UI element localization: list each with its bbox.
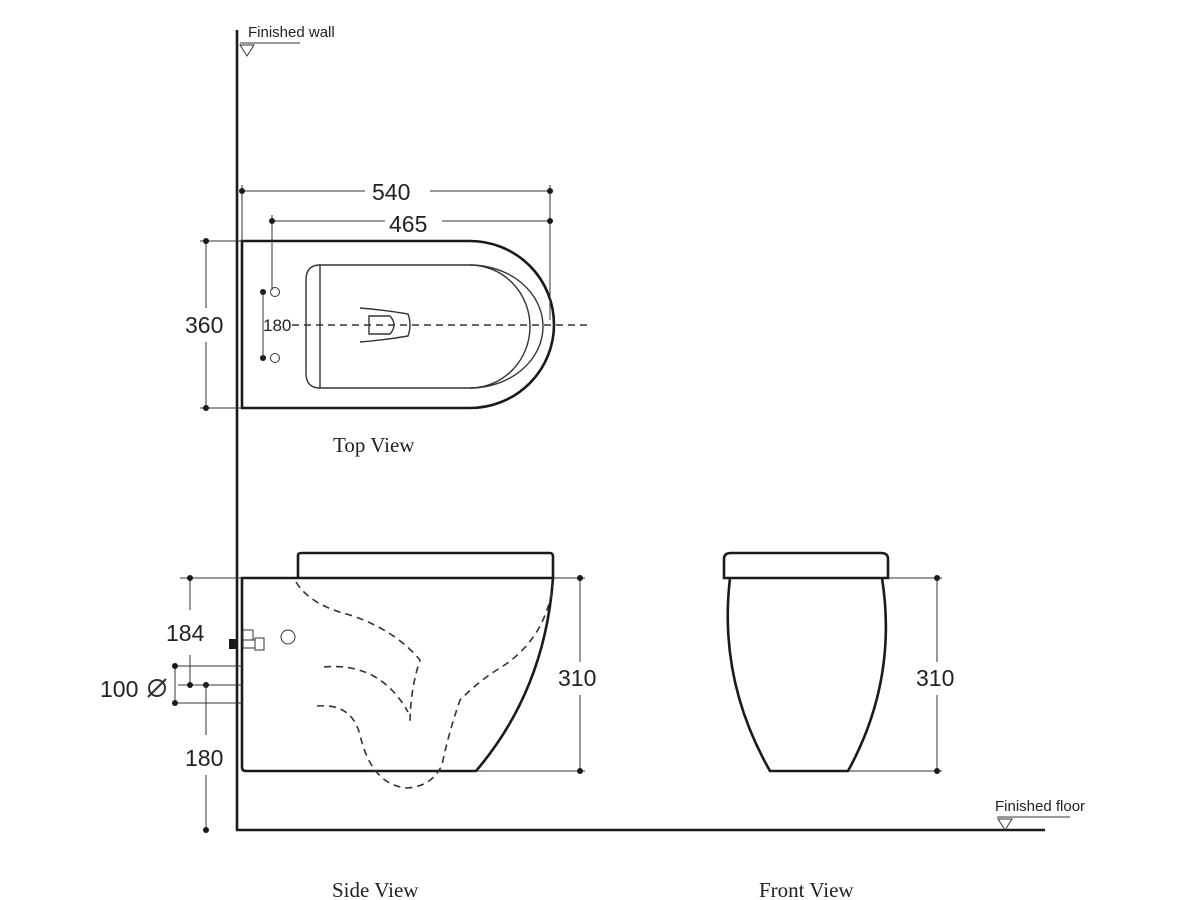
finished-wall-label: Finished wall: [248, 24, 335, 41]
top-view-outline: [240, 239, 556, 410]
front-view-label: Front View: [759, 878, 854, 900]
floor-clearance-dim: 180: [185, 745, 223, 771]
top-view: 180 540 465 360 Top View: [185, 179, 592, 457]
bolt-height-dim: 184: [166, 620, 205, 646]
pipe-diameter-dim: 100: [100, 676, 138, 702]
finished-floor-label: Finished floor: [995, 798, 1085, 815]
front-view: 310 Front View: [722, 551, 954, 900]
front-view-outline: [726, 577, 888, 773]
bolt-spacing-dim: 180: [263, 316, 291, 335]
bolt-hole-icon: [270, 353, 280, 363]
seat-lid: [296, 551, 555, 578]
wall-level-marker-icon: [239, 44, 255, 57]
diameter-symbol-icon: [147, 678, 167, 698]
side-height-dim: 310: [558, 665, 596, 691]
inlet-icon: [280, 629, 296, 645]
top-view-label: Top View: [333, 433, 415, 457]
bolt-hole-icon: [270, 287, 280, 297]
side-view: 310 184 100 180 Side View: [100, 551, 596, 900]
inner-length-dim: 465: [389, 211, 427, 237]
front-seat-lid: [722, 551, 890, 580]
width-dim: 360: [185, 312, 223, 338]
side-view-label: Side View: [332, 878, 419, 900]
front-height-dim: 310: [916, 665, 954, 691]
length-dim: 540: [372, 179, 410, 205]
floor-level-marker-icon: [997, 818, 1013, 831]
side-view-outline: [240, 576, 555, 773]
